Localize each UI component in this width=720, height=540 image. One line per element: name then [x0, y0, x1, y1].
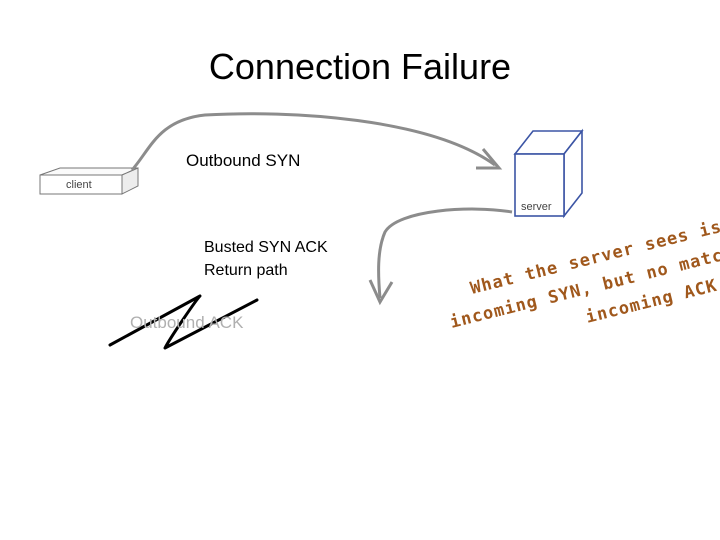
- outbound-syn-arrow: [130, 112, 496, 172]
- busted-return-arrow: [377, 207, 513, 299]
- outbound-ack-label: Outbound ACK: [130, 313, 244, 332]
- server-annotation: What the server sees is an incoming SYN,…: [448, 209, 720, 333]
- busted-return-arrowhead: [368, 279, 394, 306]
- busted-line-1: Busted SYN ACK: [204, 239, 328, 256]
- server-label: server: [521, 201, 552, 213]
- slide-title: Connection Failure: [208, 46, 512, 87]
- broken-connection-zigzag: [108, 294, 259, 350]
- outbound-syn-arrowhead: [476, 148, 503, 170]
- outbound-syn-label: Outbound SYN: [186, 151, 301, 170]
- busted-syn-ack-label: Busted SYN ACK Return path: [204, 236, 328, 282]
- client-label: client: [66, 179, 92, 191]
- server-box-icon: [513, 128, 584, 219]
- client-computer-icon: [39, 167, 139, 195]
- busted-line-2: Return path: [204, 262, 288, 279]
